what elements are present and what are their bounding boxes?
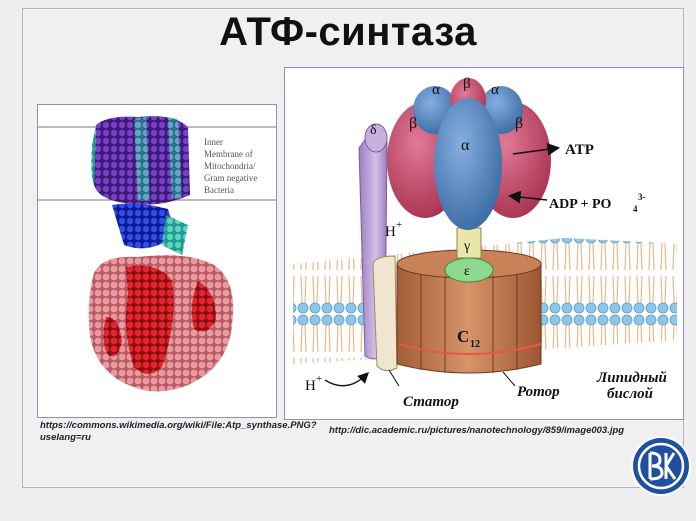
- epsilon-subunit: [444, 257, 494, 283]
- membrane-label-line-1: Inner: [204, 137, 223, 147]
- proton-flow-arrow: [324, 372, 369, 387]
- stator-body: [372, 255, 398, 372]
- label-c12-sub: 12: [470, 339, 480, 350]
- label-delta: δ: [370, 123, 377, 138]
- label-lipid-line-2: бислой: [607, 386, 653, 402]
- label-h-bottom: H: [305, 378, 316, 394]
- university-logo-icon: [630, 435, 692, 497]
- label-beta-left: β: [409, 115, 417, 132]
- right-image-source-caption[interactable]: http://dic.academic.ru/pictures/nanotech…: [329, 425, 625, 436]
- label-rotor: Ротор: [517, 384, 560, 400]
- atp-synthase-model-image: Inner Membrane of Mitochondria/ Gram neg…: [37, 104, 277, 418]
- label-adp-sup: 3-: [638, 192, 646, 202]
- label-lipid-line-1: Липидный: [596, 370, 667, 386]
- adp-arrow: [507, 190, 548, 204]
- label-alpha-right: α: [491, 82, 499, 98]
- label-atp: ATP: [565, 142, 594, 158]
- atp-synthase-schematic-drawing: α β α β β α δ γ ε C 12 ATP ADP + PO 4 3-…: [293, 76, 677, 410]
- label-gamma: γ: [463, 239, 470, 254]
- label-stator: Статор: [403, 394, 459, 410]
- label-epsilon: ε: [464, 264, 470, 279]
- label-adp-sub: 4: [633, 204, 638, 214]
- delta-subunit: [364, 123, 388, 153]
- membrane-label-line-3: Mitochondria/: [204, 161, 256, 171]
- membrane-label-line-2: Membrane of: [204, 149, 253, 159]
- label-c12: C: [457, 327, 469, 346]
- membrane-label-line-4: Gram negative: [204, 173, 257, 183]
- atp-synthase-molecular-model: Inner Membrane of Mitochondria/ Gram neg…: [38, 116, 276, 392]
- label-h-top: H: [385, 224, 396, 240]
- rotor-cylinder: [396, 263, 542, 374]
- label-beta-right: β: [515, 115, 523, 132]
- label-h-top-plus: +: [396, 219, 402, 231]
- label-beta-top: β: [463, 76, 471, 92]
- left-image-source-caption[interactable]: https://commons.wikimedia.org/wiki/File:…: [40, 420, 317, 443]
- label-alpha-left: α: [432, 82, 440, 98]
- atp-synthase-schematic: α β α β β α δ γ ε C 12 ATP ADP + PO 4 3-…: [284, 67, 684, 420]
- slide-title: АТФ-синтаза: [219, 10, 477, 54]
- rotation-arrow: [398, 343, 542, 355]
- membrane-label-line-5: Bacteria: [204, 185, 234, 195]
- label-h-bottom-plus: +: [316, 373, 322, 385]
- central-stalk: [112, 203, 176, 249]
- label-adp: ADP + PO: [549, 197, 612, 212]
- alpha-subunit-center: [434, 98, 502, 230]
- atp-arrow: [512, 142, 561, 156]
- label-alpha-center: α: [461, 137, 470, 154]
